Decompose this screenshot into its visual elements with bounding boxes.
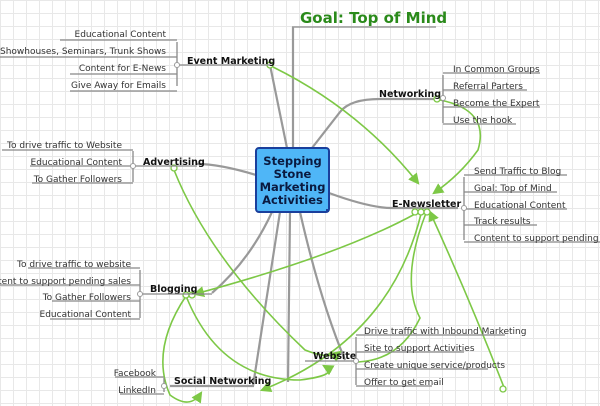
leaf[interactable]: Educational Content	[31, 158, 123, 168]
branch-social-networking[interactable]: Social Networking Facebook LinkedIn	[114, 369, 272, 396]
branch-label: E-Newsletter	[392, 199, 461, 210]
branch-label: Social Networking	[174, 376, 271, 387]
leaf[interactable]: Content to support pending sales	[0, 277, 131, 287]
leaf[interactable]: Track results	[473, 217, 531, 227]
branch-e-newsletter[interactable]: E-Newsletter Send Traffic to Blog Goal: …	[392, 167, 600, 244]
leaf[interactable]: Content for E-News	[79, 64, 166, 74]
center-line-3: Marketing	[260, 180, 326, 194]
leaf[interactable]: Educational Content	[474, 201, 566, 211]
map-title[interactable]: Goal: Top of Mind	[300, 9, 447, 27]
branch-event-marketing[interactable]: Event Marketing Educational Content Show…	[0, 30, 275, 92]
branch-website[interactable]: Website Drive traffic with Inbound Marke…	[305, 327, 526, 388]
collapse-toggle[interactable]	[461, 205, 467, 211]
leaf[interactable]: Goal: Top of Mind	[474, 184, 552, 194]
collapse-toggle[interactable]	[353, 358, 359, 364]
center-line-4: Activities	[262, 193, 323, 207]
collapse-toggle[interactable]	[440, 95, 446, 101]
leaf[interactable]: To Gather Followers	[42, 293, 132, 303]
branch-advertising[interactable]: Advertising To drive traffic to Website …	[2, 141, 205, 185]
central-topic[interactable]: Stepping Stone Marketing Activities	[255, 147, 330, 213]
leaf[interactable]: Give Away for Emails	[71, 81, 166, 91]
branch-label: Blogging	[150, 284, 197, 295]
collapse-toggle[interactable]	[130, 163, 136, 169]
branch-label: Advertising	[143, 157, 205, 168]
leaf[interactable]: Become the Expert	[453, 99, 540, 109]
leaf[interactable]: Create unique service/products	[364, 361, 505, 371]
center-line-1: Stepping	[263, 154, 321, 168]
branch-label: Networking	[379, 89, 441, 100]
leaf[interactable]: Showhouses, Seminars, Trunk Shows	[0, 47, 166, 57]
leaf[interactable]: Drive traffic with Inbound Marketing	[364, 327, 526, 337]
branch-label: Website	[313, 351, 356, 362]
leaf[interactable]: Use the hook	[453, 116, 513, 126]
branch-networking[interactable]: Networking In Common Groups Referral Par…	[379, 65, 540, 126]
leaf[interactable]: LinkedIn	[118, 386, 156, 396]
leaf[interactable]: Content to support pending s	[474, 234, 600, 244]
center-line-2: Stone	[274, 167, 312, 181]
collapse-toggle[interactable]	[161, 383, 167, 389]
collapse-toggle[interactable]	[174, 62, 180, 68]
leaf[interactable]: Referral Parters	[453, 82, 523, 92]
branch-label: Event Marketing	[187, 56, 275, 67]
leaf[interactable]: Educational Content	[75, 30, 167, 40]
collapse-toggle[interactable]	[137, 291, 143, 297]
leaf[interactable]: To drive traffic to website	[16, 260, 131, 270]
leaf[interactable]: In Common Groups	[453, 65, 540, 75]
leaf[interactable]: Facebook	[114, 369, 157, 379]
leaf[interactable]: Offer to get email	[364, 378, 444, 388]
leaf[interactable]: To drive traffic to Website	[6, 141, 122, 151]
leaf[interactable]: Educational Content	[40, 310, 132, 320]
leaf[interactable]: To Gather Followers	[33, 175, 123, 185]
leaf[interactable]: Send Traffic to Blog	[474, 167, 561, 177]
leaf[interactable]: Site to support Activities	[364, 344, 475, 354]
branch-blogging[interactable]: Blogging To drive traffic to website Con…	[0, 260, 212, 320]
